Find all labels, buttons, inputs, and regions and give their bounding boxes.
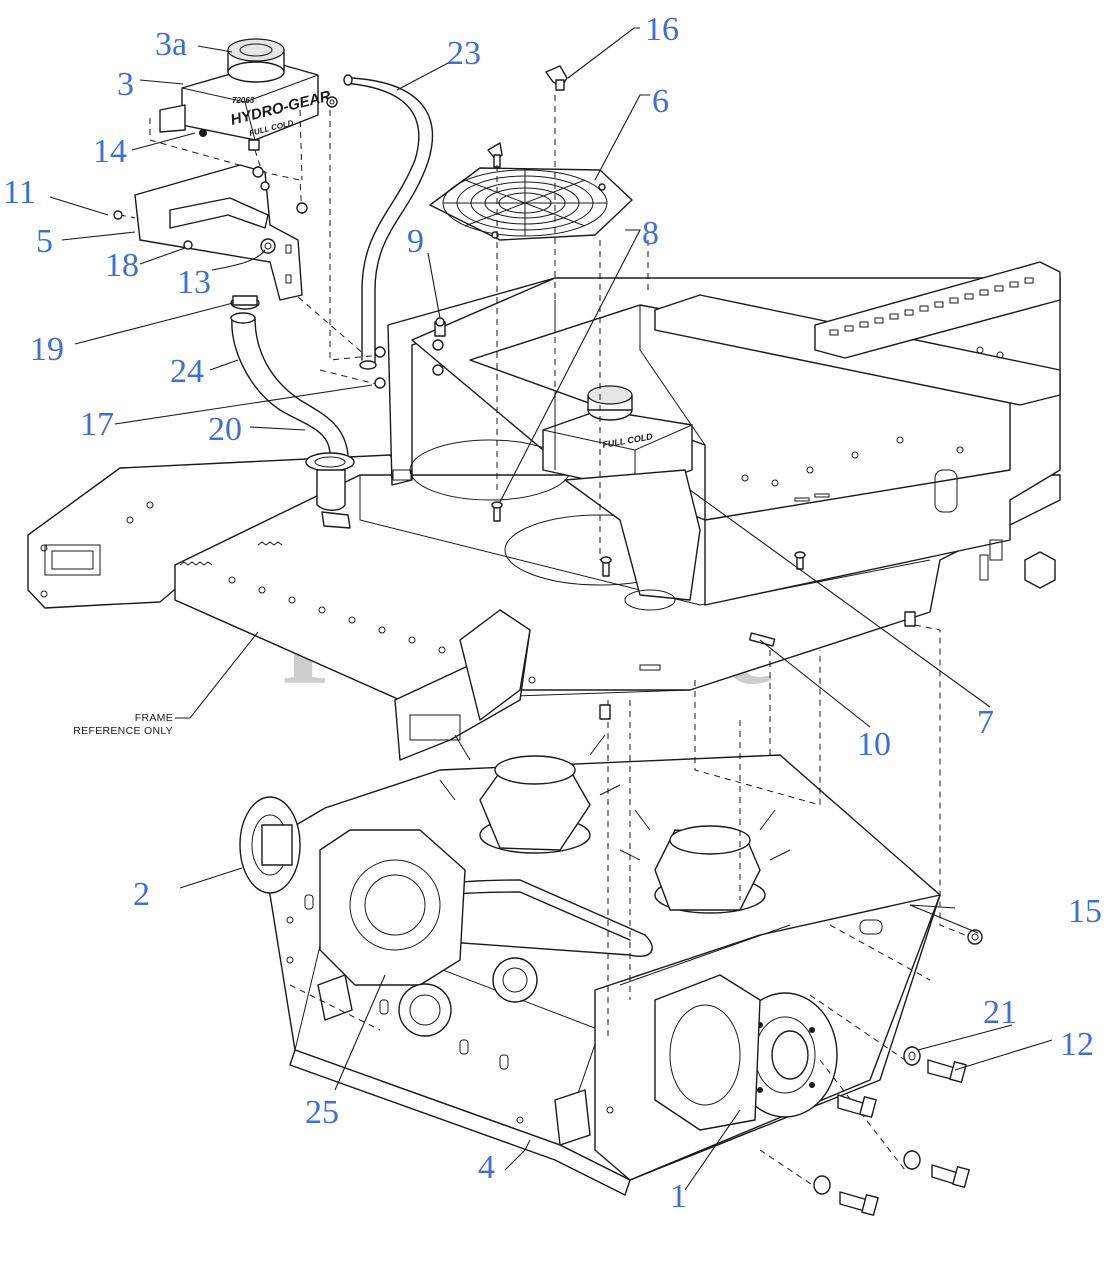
transaxle-assembly: [239, 609, 941, 1196]
callout-23[interactable]: 23: [447, 35, 481, 72]
installed-tank: FULL COLD: [542, 385, 701, 611]
callout-6[interactable]: 6: [652, 83, 669, 120]
callout-20[interactable]: 20: [208, 411, 242, 448]
leader-lines: [49, 27, 1053, 1191]
bracket: [113, 164, 308, 301]
callout-8[interactable]: 8: [642, 215, 659, 252]
callout-18[interactable]: 18: [105, 247, 139, 284]
callout-2[interactable]: 2: [133, 876, 150, 913]
grate-cover: [429, 142, 633, 241]
callout-9[interactable]: 9: [407, 223, 424, 260]
callout-14[interactable]: 14: [93, 133, 127, 170]
callout-3a[interactable]: 3a: [155, 26, 187, 63]
frame-note-line1: FRAME: [135, 712, 173, 724]
callout-4[interactable]: 4: [478, 1149, 495, 1186]
callout-17[interactable]: 17: [80, 406, 114, 443]
hardware: [374, 317, 983, 1216]
callout-1[interactable]: 1: [670, 1178, 687, 1215]
callout-7[interactable]: 7: [977, 704, 994, 741]
callout-3[interactable]: 3: [117, 66, 134, 103]
frame: [27, 261, 1061, 701]
callout-19[interactable]: 19: [30, 331, 64, 368]
fill-tube: [343, 74, 434, 370]
tank-part-code: 72063: [232, 96, 255, 105]
callout-21[interactable]: 21: [983, 994, 1017, 1031]
frame-note: FRAME REFERENCE ONLY: [73, 712, 173, 737]
callout-10[interactable]: 10: [857, 726, 891, 763]
callout-11[interactable]: 11: [3, 174, 36, 211]
callout-15[interactable]: 15: [1068, 893, 1102, 930]
wing-nut: [545, 65, 568, 91]
callout-12[interactable]: 12: [1060, 1026, 1094, 1063]
callout-5[interactable]: 5: [36, 223, 53, 260]
callout-13[interactable]: 13: [177, 264, 211, 301]
frame-note-line2: REFERENCE ONLY: [73, 725, 173, 737]
hose-assembly: [230, 295, 355, 529]
callout-24[interactable]: 24: [170, 353, 204, 390]
callouts: 3a 3 14 11 5 18 13 19 24 17 20 23 16 6 9…: [3, 11, 1102, 1215]
assembly-lines-center: [289, 95, 966, 1191]
callout-16[interactable]: 16: [645, 11, 679, 48]
callout-25[interactable]: 25: [305, 1094, 339, 1131]
